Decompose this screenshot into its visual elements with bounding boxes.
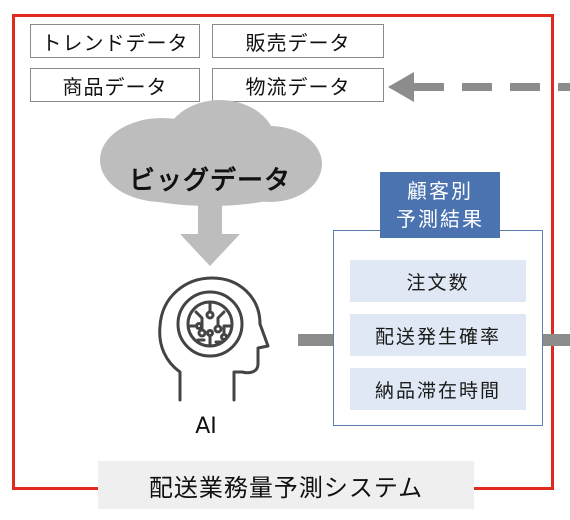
logistics-data-box: 物流データ [212, 68, 384, 102]
trend-data-box: トレンドデータ [30, 24, 200, 58]
logistics-data-label: 物流データ [245, 74, 351, 99]
results-title-line1: 顧客別 [407, 179, 473, 203]
connector-right [543, 334, 570, 346]
product-data-label: 商品データ [62, 74, 168, 99]
metric-order-count: 注文数 [350, 260, 526, 302]
ai-head-icon [158, 276, 270, 402]
ai-label: AI [195, 414, 217, 439]
incoming-dashed-arrow [388, 72, 570, 102]
sales-data-label: 販売データ [245, 30, 351, 55]
sales-data-box: 販売データ [212, 24, 384, 58]
connector-left [298, 334, 334, 346]
system-label: 配送業務量予測システム [98, 461, 474, 509]
metric-delivery-probability: 配送発生確率 [350, 314, 526, 356]
down-arrow [180, 196, 240, 266]
system-label-text: 配送業務量予測システム [148, 473, 424, 502]
metric-delivery-dwell-time: 納品滞在時間 [350, 368, 526, 410]
results-title-line2: 予測結果 [396, 207, 484, 231]
big-data-label: ビッグデータ [128, 166, 291, 196]
results-title: 顧客別 予測結果 [380, 172, 500, 238]
trend-data-label: トレンドデータ [41, 30, 189, 55]
metric-label: 配送発生確率 [374, 325, 501, 348]
product-data-box: 商品データ [30, 68, 200, 102]
metric-label: 注文数 [406, 271, 470, 294]
metric-label: 納品滞在時間 [374, 379, 501, 402]
cloud-icon [100, 100, 322, 206]
